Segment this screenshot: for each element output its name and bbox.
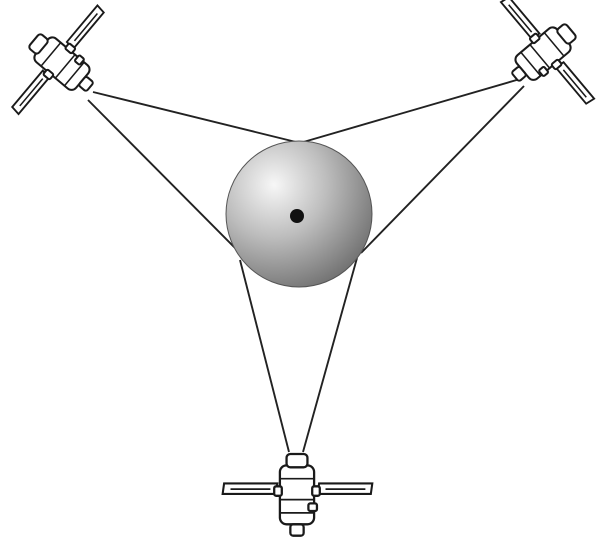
link-topright-to-earth-top [300,79,520,143]
satellite-top-right [472,0,597,129]
link-bottom-to-earth-left [240,260,289,452]
globe-icon [226,141,372,287]
satellite-top-left [0,0,133,138]
link-bottom-to-earth-right [303,258,357,452]
link-topright-to-earth-right [361,86,524,253]
earth-center-dot [290,209,304,223]
satellite-bottom [223,454,373,536]
